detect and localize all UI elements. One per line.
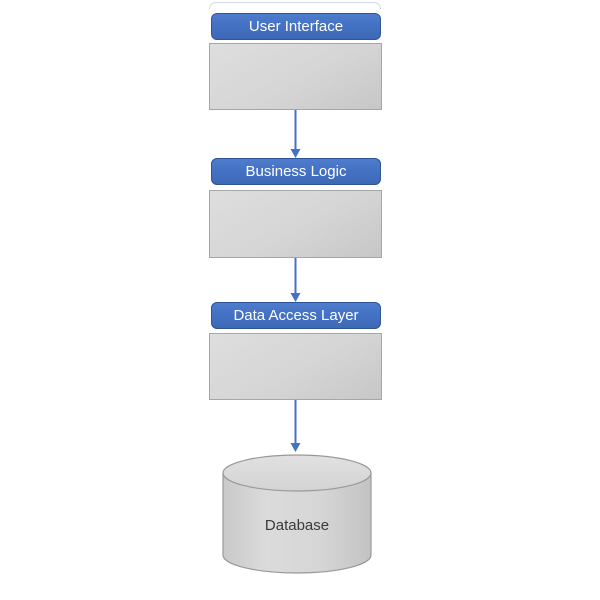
cylinder-body	[222, 473, 372, 574]
layer-body-data-access-layer[interactable]	[209, 333, 382, 400]
arrow-down-dal-to-database[interactable]	[289, 400, 302, 452]
layer-header-user-interface[interactable]: User Interface	[211, 13, 381, 40]
arrowhead-icon	[290, 293, 301, 302]
layer-label-user-interface: User Interface	[248, 18, 344, 35]
database-label: Database	[264, 517, 330, 534]
cropped-shape-top-edge	[209, 2, 381, 9]
cylinder-top-ellipse	[222, 454, 372, 492]
database-cylinder[interactable]	[222, 454, 372, 574]
layer-body-user-interface[interactable]	[209, 43, 382, 110]
layer-header-business-logic[interactable]: Business Logic	[211, 158, 381, 185]
arrowhead-icon	[290, 443, 301, 452]
layer-body-business-logic[interactable]	[209, 190, 382, 258]
arrow-down-business-to-dal[interactable]	[289, 258, 302, 302]
layer-label-data-access-layer: Data Access Layer	[233, 307, 359, 324]
layer-header-data-access-layer[interactable]: Data Access Layer	[211, 302, 381, 329]
layer-label-business-logic: Business Logic	[245, 163, 347, 180]
arrow-down-ui-to-business[interactable]	[289, 110, 302, 158]
arrowhead-icon	[290, 149, 301, 158]
